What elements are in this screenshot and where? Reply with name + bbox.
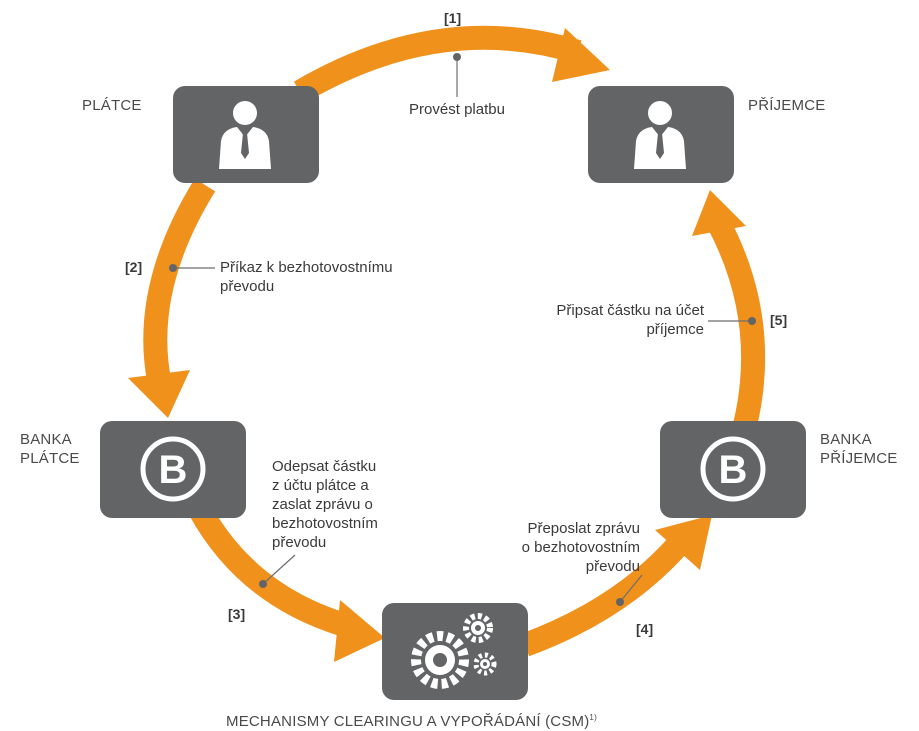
step-text-line: bezhotovostním bbox=[272, 515, 378, 532]
payer-bank-label: BANKA PLÁTCE bbox=[20, 430, 80, 468]
leader-2 bbox=[169, 264, 215, 272]
leader-1 bbox=[453, 53, 461, 97]
step-2-number: [2] bbox=[125, 259, 143, 275]
step-5-number: [5] bbox=[770, 312, 788, 328]
step-3-number: [3] bbox=[228, 606, 246, 622]
csm-label: MECHANISMY CLEARINGU A VYPOŘÁDÁNÍ (CSM)1… bbox=[226, 708, 597, 731]
payee-bank-label: BANKA PŘÍJEMCE bbox=[820, 430, 897, 468]
step-text-line: převodu bbox=[585, 558, 640, 575]
step-text-line: o bezhotovostním bbox=[521, 539, 640, 556]
step-5-text: Připsat částku na účet příjemce bbox=[500, 301, 704, 339]
svg-text:B: B bbox=[159, 448, 188, 492]
bank-b-icon: B bbox=[700, 436, 766, 502]
step-text-line: Odepsat částku bbox=[272, 458, 377, 475]
step-text-line: Přeposlat zprávu bbox=[527, 520, 640, 537]
svg-text:B: B bbox=[719, 448, 748, 492]
step-4-number: [4] bbox=[636, 621, 654, 637]
payee-bank-label-line: BANKA bbox=[820, 431, 872, 448]
payer-bank-box: B bbox=[100, 421, 246, 518]
payee-bank-label-line: PŘÍJEMCE bbox=[820, 450, 898, 467]
step-1-number: [1] bbox=[444, 10, 462, 26]
arrow-step-4 bbox=[520, 515, 712, 657]
bank-b-icon: B bbox=[140, 436, 206, 502]
csm-box bbox=[382, 603, 528, 700]
step-1-text: Provést platbu bbox=[390, 100, 524, 119]
step-text-line: příjemce bbox=[646, 321, 704, 338]
step-text-line: Příkaz k bezhotovostnímu bbox=[220, 259, 393, 276]
step-4-text: Přeposlat zprávu o bezhotovostním převod… bbox=[460, 519, 640, 576]
step-text-line: zaslat zprávu o bbox=[272, 496, 373, 513]
step-2-text: Příkaz k bezhotovostnímu převodu bbox=[220, 258, 393, 296]
payee-label: PŘÍJEMCE bbox=[748, 97, 826, 114]
step-text-line: Připsat částku na účet bbox=[556, 302, 704, 319]
payer-bank-label-line: PLÁTCE bbox=[20, 450, 80, 467]
arrow-step-1 bbox=[293, 25, 610, 103]
leader-3 bbox=[259, 554, 296, 588]
payer-box bbox=[173, 86, 319, 183]
payee-bank-box: B bbox=[660, 421, 806, 518]
gears-icon bbox=[411, 613, 497, 689]
payee-box bbox=[588, 86, 734, 183]
step-text-line: převodu bbox=[272, 534, 327, 551]
payer-label: PLÁTCE bbox=[82, 97, 142, 114]
step-text-line: Provést platbu bbox=[409, 101, 505, 118]
step-3-text: Odepsat částku z účtu plátce a zaslat zp… bbox=[272, 457, 378, 552]
csm-footnote: 1) bbox=[589, 713, 597, 722]
arrow-step-2 bbox=[128, 178, 216, 418]
payer-bank-label-line: BANKA bbox=[20, 431, 72, 448]
step-text-line: převodu bbox=[220, 278, 275, 295]
csm-label-text: MECHANISMY CLEARINGU A VYPOŘÁDÁNÍ (CSM) bbox=[226, 713, 590, 730]
leader-5 bbox=[708, 317, 756, 325]
step-text-line: z účtu plátce a bbox=[272, 477, 369, 494]
leader-4 bbox=[616, 574, 643, 606]
